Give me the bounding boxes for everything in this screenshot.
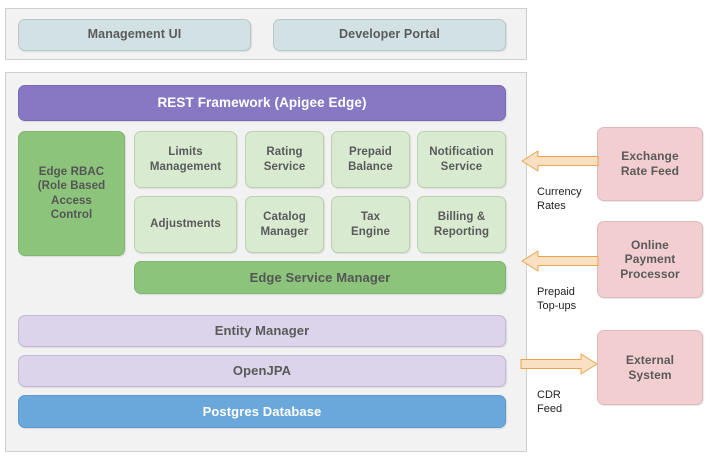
box-postgres-database[interactable]: Postgres Database [18,395,506,428]
box-management-ui-label: Management UI [87,27,182,42]
box-catalog-manager[interactable]: Catalog Manager [245,196,324,253]
box-developer-portal-label: Developer Portal [339,27,440,42]
box-openjpa-label: OpenJPA [232,363,292,379]
box-prepaid-balance-label: Prepaid Balance [348,146,393,173]
box-notification-service-label: Notification Service [429,146,494,173]
box-limits-management[interactable]: Limits Management [134,131,237,188]
box-notification-service[interactable]: Notification Service [417,131,506,188]
box-postgres-database-label: Postgres Database [202,403,322,419]
box-entity-manager[interactable]: Entity Manager [18,315,506,347]
box-online-payment-processor-label: Online Payment Processor [620,237,680,281]
box-rating-service-label: Rating Service [263,146,306,173]
arrow-label-currency-rates: Currency Rates [537,172,607,213]
main-panel: REST Framework (Apigee Edge) Edge RBAC (… [5,72,527,452]
arrow-currency-rates [521,148,599,174]
box-billing-reporting-label: Billing & Reporting [433,211,490,238]
arrow-label-cdr-feed-text: CDR Feed [537,388,563,415]
box-edge-rbac-label: Edge RBAC (Role Based Access Control [37,166,106,221]
box-edge-rbac[interactable]: Edge RBAC (Role Based Access Control [18,131,125,256]
box-entity-manager-label: Entity Manager [214,323,310,339]
box-prepaid-balance[interactable]: Prepaid Balance [331,131,410,188]
arrow-left-icon-2 [521,250,599,272]
arrow-left-icon [521,150,599,172]
arrow-label-currency-rates-text: Currency Rates [537,185,582,212]
arrow-label-prepaid-topups-text: Prepaid Top-ups [537,285,577,312]
arrow-label-prepaid-topups: Prepaid Top-ups [537,272,607,313]
box-exchange-rate-feed[interactable]: Exchange Rate Feed [597,127,703,201]
box-catalog-manager-label: Catalog Manager [260,211,309,238]
box-edge-service-manager-label: Edge Service Manager [249,269,391,285]
box-rest-framework[interactable]: REST Framework (Apigee Edge) [18,85,506,121]
box-limits-management-label: Limits Management [149,146,222,173]
box-exchange-rate-feed-label: Exchange Rate Feed [620,149,680,178]
box-external-system-label: External System [625,352,675,382]
box-tax-engine[interactable]: Tax Engine [331,196,410,253]
box-edge-service-manager[interactable]: Edge Service Manager [134,261,506,294]
box-adjustments-label: Adjustments [150,218,221,231]
arrow-prepaid-topups [521,248,599,274]
top-panel: Management UI Developer Portal [5,8,527,60]
box-billing-reporting[interactable]: Billing & Reporting [417,196,506,253]
box-openjpa[interactable]: OpenJPA [18,355,506,387]
box-rest-framework-label: REST Framework (Apigee Edge) [157,94,367,110]
arrow-right-icon [520,353,598,375]
box-online-payment-processor[interactable]: Online Payment Processor [597,221,703,298]
box-rating-service[interactable]: Rating Service [245,131,324,188]
box-management-ui[interactable]: Management UI [18,19,251,51]
box-tax-engine-label: Tax Engine [351,211,390,238]
box-adjustments[interactable]: Adjustments [134,196,237,253]
box-external-system[interactable]: External System [597,330,703,405]
box-developer-portal[interactable]: Developer Portal [273,19,506,51]
arrow-label-cdr-feed: CDR Feed [537,375,607,416]
arrow-cdr-feed [520,351,598,377]
